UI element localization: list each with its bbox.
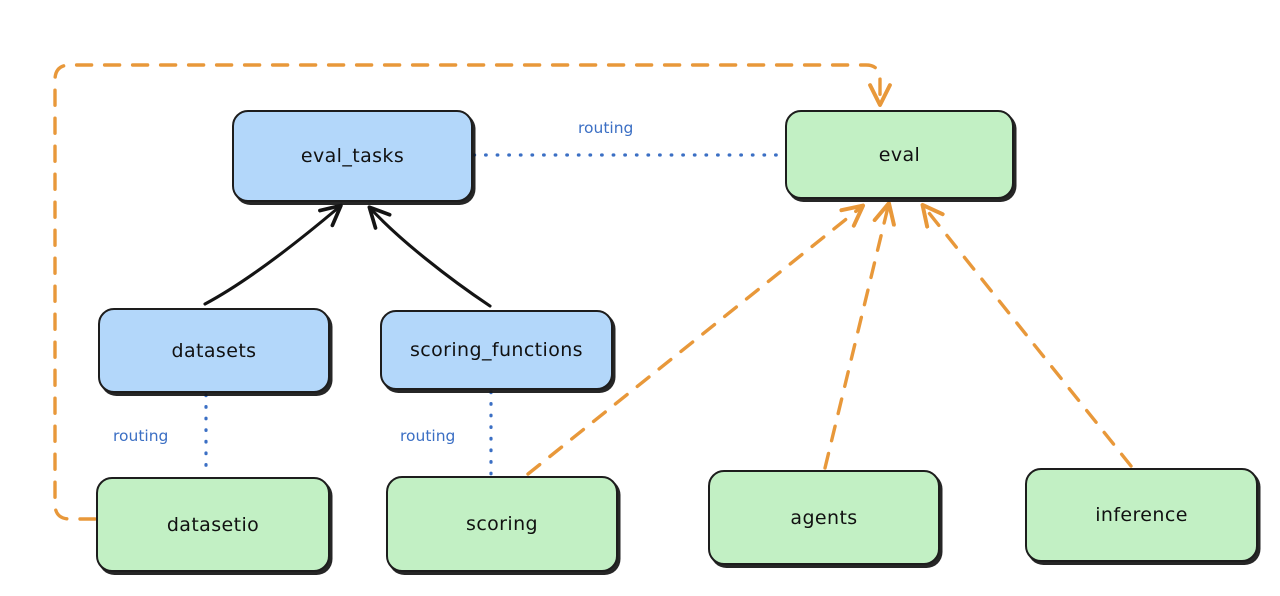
- edge-agents-to-eval: [823, 201, 896, 470]
- edge-label-routing-eval-tasks: routing: [578, 119, 634, 137]
- edge-datasets-to-eval_tasks: [203, 203, 343, 306]
- node-datasetio[interactable]: datasetio: [96, 477, 330, 572]
- edge-label-routing-scoring-functions: routing: [400, 427, 456, 445]
- edge-inference-to-eval: [920, 202, 1133, 468]
- node-label: agents: [790, 506, 858, 529]
- node-inference[interactable]: inference: [1025, 468, 1258, 562]
- node-label: inference: [1095, 504, 1188, 526]
- node-scoring[interactable]: scoring: [386, 476, 618, 572]
- node-label: datasetio: [166, 513, 260, 536]
- node-label: eval_tasks: [300, 145, 405, 167]
- node-label: scoring_functions: [410, 339, 583, 361]
- edge-scoring_functions-to-eval_tasks: [367, 205, 492, 308]
- node-label: datasets: [171, 339, 257, 362]
- node-datasets[interactable]: datasets: [98, 308, 330, 393]
- node-eval-tasks[interactable]: eval_tasks: [232, 110, 473, 202]
- node-eval[interactable]: eval: [785, 110, 1014, 199]
- edge-label-routing-datasets: routing: [113, 427, 169, 445]
- node-label: scoring: [466, 513, 538, 535]
- node-scoring-functions[interactable]: scoring_functions: [380, 310, 613, 390]
- node-label: eval: [878, 143, 921, 166]
- node-agents[interactable]: agents: [708, 470, 940, 565]
